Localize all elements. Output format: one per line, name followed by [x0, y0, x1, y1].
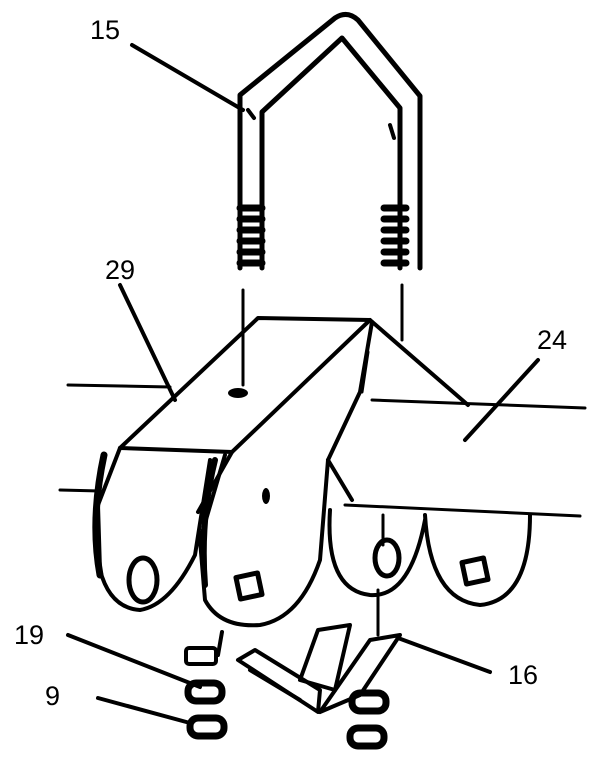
assembly-guides [241, 283, 404, 637]
u-bolt-threads-left [236, 204, 266, 267]
bolt-hole [228, 388, 248, 398]
leader-19 [66, 633, 202, 689]
leader-lines [66, 43, 540, 725]
u-bolt-threads-right [380, 204, 410, 267]
lower-shackle-plates [327, 508, 532, 607]
nuts-and-washers [184, 679, 390, 750]
axle-lines [58, 383, 587, 518]
callout-15: 15 [90, 15, 121, 45]
leader-29 [118, 283, 177, 402]
callout-9: 9 [45, 681, 61, 711]
plate-slot [262, 488, 270, 504]
callout-16: 16 [508, 660, 539, 690]
callout-29: 29 [105, 255, 136, 285]
leader-9 [96, 696, 192, 725]
callout-24: 24 [537, 325, 568, 355]
clamp-plate [184, 623, 402, 714]
leader-24 [463, 358, 540, 442]
callout-19: 19 [14, 620, 45, 650]
leader-15 [130, 43, 245, 112]
spring-seat-plate [92, 316, 470, 628]
leader-16 [396, 636, 492, 674]
u-bolt [236, 12, 423, 271]
